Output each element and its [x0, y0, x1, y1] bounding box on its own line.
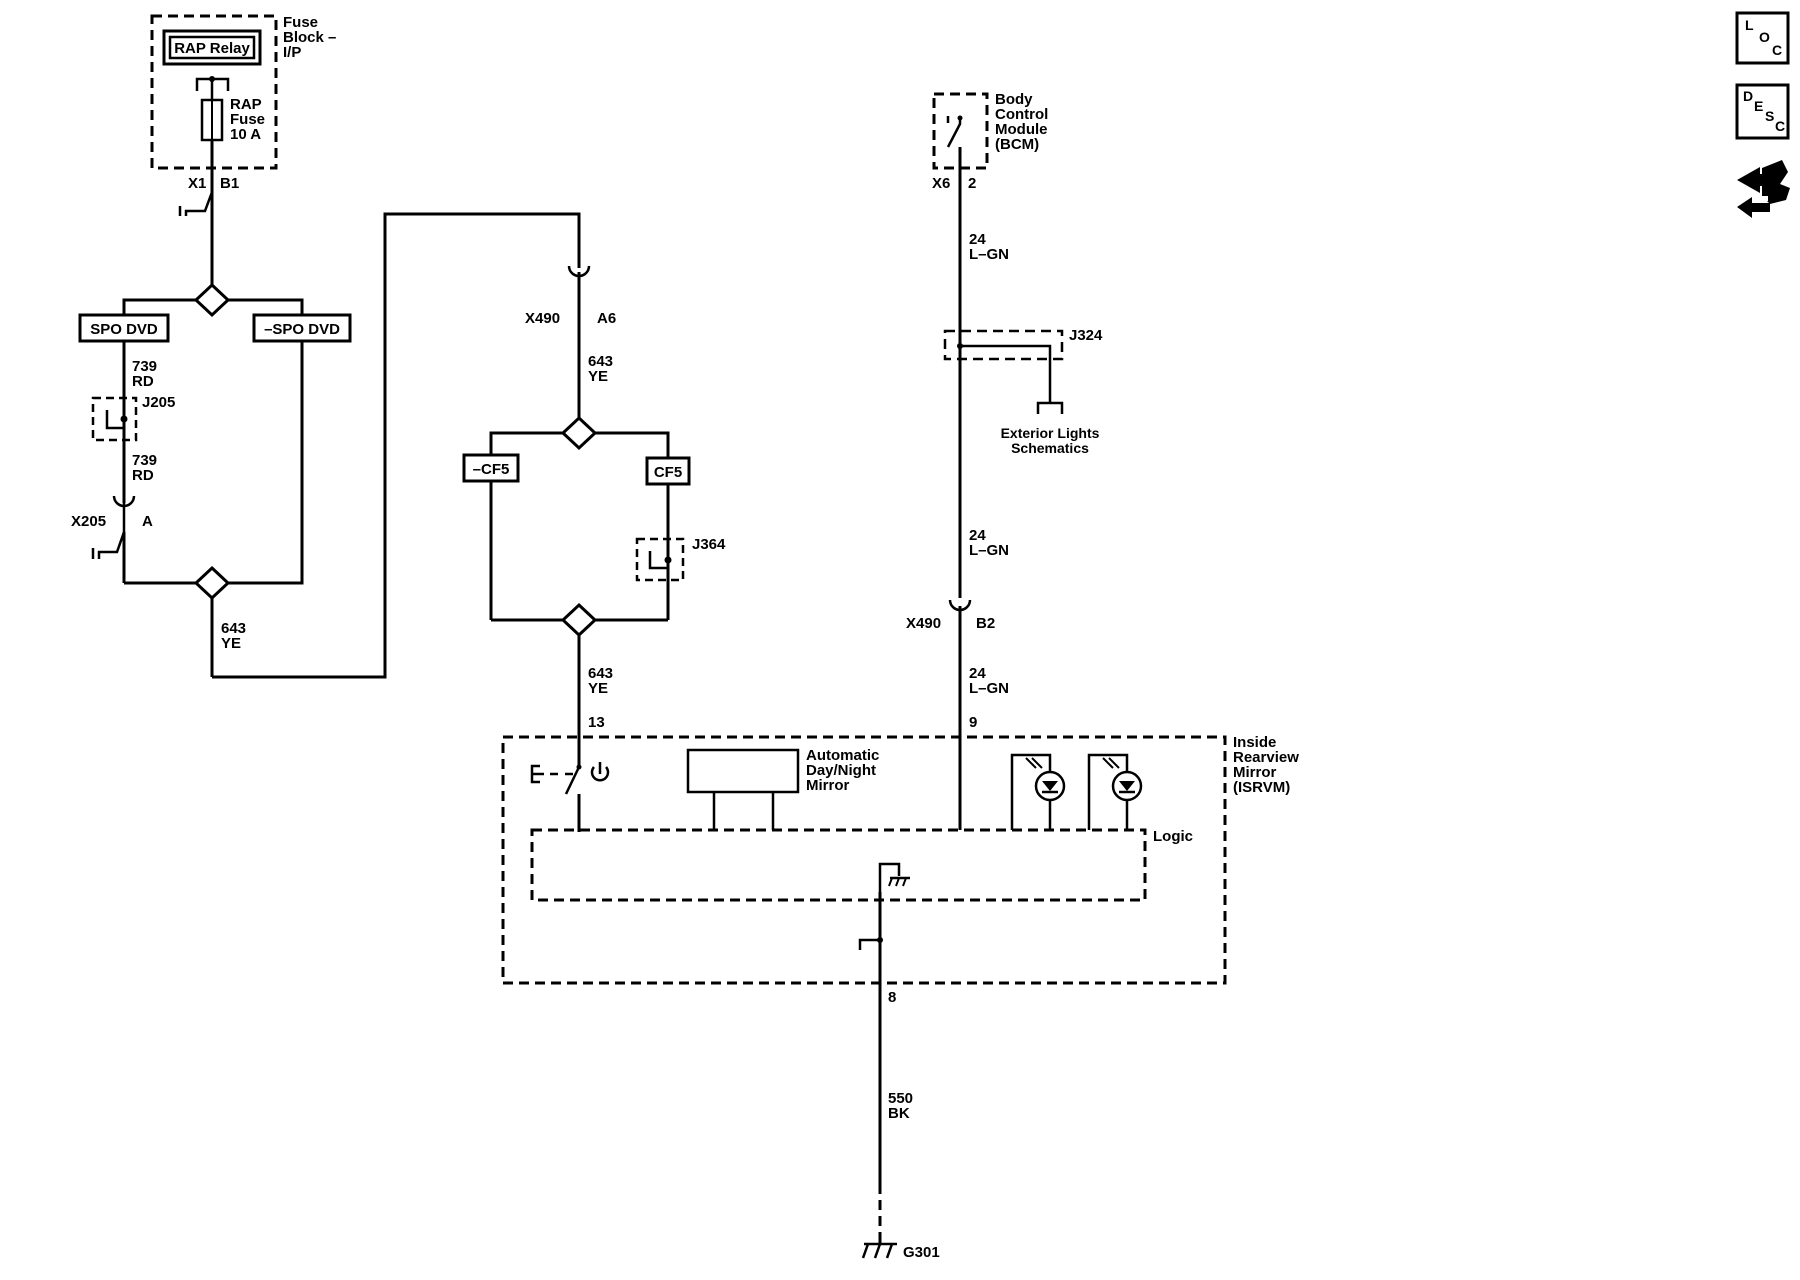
x205-label: X205 [71, 513, 106, 530]
isrvm-pin-9: 9 [969, 714, 977, 731]
bcm-title-2: Control [995, 106, 1048, 123]
x205-pin-label: A [142, 513, 153, 530]
wire-643-color-left: YE [221, 635, 241, 652]
wire-550-color: BK [888, 1105, 910, 1122]
loc-icon-letter-3: C [1772, 42, 1782, 58]
wire-24-color-mid: L–GN [969, 542, 1009, 559]
fuse-block-title-2: Block – [283, 29, 336, 46]
desc-icon-letter-3: S [1765, 108, 1774, 124]
rejoin-splice-diamond-icon [193, 565, 231, 601]
no-cf5-option-box: –CF5 [473, 461, 510, 478]
wire-24-circuit-mid: 24 [969, 527, 986, 544]
isrvm-title-1: Inside [1233, 734, 1276, 751]
loc-icon-letter-2: O [1759, 29, 1770, 45]
exterior-lights-ref-2: Schematics [1011, 440, 1089, 456]
rap-fuse-label-2: Fuse [230, 111, 265, 128]
auto-mirror-label-1: Automatic [806, 747, 879, 764]
isrvm-title-2: Rearview [1233, 749, 1299, 766]
x1-connector-label: X1 [188, 175, 206, 192]
desc-icon-letter-1: D [1743, 88, 1753, 104]
b2-pin-label: B2 [976, 615, 995, 632]
wire-24-circuit-top: 24 [969, 231, 986, 248]
bcm-title-3: Module [995, 121, 1048, 138]
bcm-title-1: Body [995, 91, 1033, 108]
j324-splice-pack [943, 329, 1064, 361]
power-icon [590, 766, 610, 782]
splice-diamond-icon [193, 282, 231, 318]
ambient-light-sensor-icon [1010, 753, 1066, 830]
wire-643-color-bottom: YE [588, 680, 608, 697]
loc-icon-letter-1: L [1745, 17, 1754, 33]
wire-643-color-mid: YE [588, 368, 608, 385]
wire-739-color-bottom: RD [132, 467, 154, 484]
bcm-switch-icon [946, 116, 962, 148]
loc-icon[interactable]: L O C [1735, 11, 1790, 65]
j364-label: J364 [692, 536, 726, 553]
x6-connector-label: X6 [932, 175, 950, 192]
navigation-hand-icon[interactable] [1737, 160, 1790, 218]
wire-24-color-bottom: L–GN [969, 680, 1009, 697]
auto-mirror-label-2: Day/Night [806, 762, 876, 779]
fuse-block-title-1: Fuse [283, 14, 318, 31]
desc-icon-letter-2: E [1754, 98, 1763, 114]
cf5-splice-diamond-icon [560, 415, 598, 451]
wire-643-circuit-bottom: 643 [588, 665, 613, 682]
x490-b2-label: X490 [906, 615, 941, 632]
rap-fuse-label-3: 10 A [230, 126, 261, 143]
j324-label: J324 [1069, 327, 1103, 344]
spo-dvd-option-box: SPO DVD [90, 321, 158, 338]
rap-relay-label: RAP Relay [174, 40, 250, 57]
g301-ground-icon [861, 1232, 897, 1259]
wire-739-circuit-bottom: 739 [132, 452, 157, 469]
j205-label: J205 [142, 394, 175, 411]
bcm-title-4: (BCM) [995, 136, 1039, 153]
exterior-lights-ref-1: Exterior Lights [1001, 425, 1100, 441]
wire-739-color-top: RD [132, 373, 154, 390]
x490-a6-label: X490 [525, 310, 560, 327]
glare-light-sensor-icon [1087, 753, 1143, 830]
isrvm-title-3: Mirror [1233, 764, 1277, 781]
j205-splice-pack [91, 396, 138, 442]
logic-label: Logic [1153, 828, 1193, 845]
wire-24-circuit-bottom: 24 [969, 665, 986, 682]
exterior-lights-arrow-icon [1036, 401, 1064, 414]
wire-24-color-top: L–GN [969, 246, 1009, 263]
fuse-block: Fuse Block – I/P RAP Relay RAP Fuse 10 A [150, 14, 336, 170]
isrvm-pin-13: 13 [588, 714, 605, 731]
g301-label: G301 [903, 1244, 940, 1261]
desc-icon-letter-4: C [1775, 118, 1785, 134]
isrvm-title-4: (ISRVM) [1233, 779, 1290, 796]
auto-dimming-mirror-element [686, 748, 800, 794]
rap-fuse-label-1: RAP [230, 96, 262, 113]
a6-pin-label: A6 [597, 310, 616, 327]
wire-739-circuit-top: 739 [132, 358, 157, 375]
auto-mirror-label-3: Mirror [806, 777, 850, 794]
wire-550-circuit: 550 [888, 1090, 913, 1107]
wire-643-circuit-mid: 643 [588, 353, 613, 370]
fuse-block-title-3: I/P [283, 44, 301, 61]
cf5-option-box: CF5 [654, 464, 682, 481]
bcm-pin-2: 2 [968, 175, 976, 192]
b1-pin-label: B1 [220, 175, 239, 192]
cf5-rejoin-diamond-icon [560, 602, 598, 638]
isrvm-pin-8: 8 [888, 989, 896, 1006]
no-spo-dvd-option-box: –SPO DVD [264, 321, 340, 338]
isrvm-component-box [501, 735, 1227, 985]
j364-splice-pack [635, 537, 685, 582]
internal-ground-icon [878, 862, 901, 892]
wire-643-circuit-left: 643 [221, 620, 246, 637]
logic-module-box [530, 828, 1147, 902]
desc-icon[interactable]: D E S C [1735, 83, 1790, 140]
mirror-switch-button-icon [530, 764, 573, 784]
